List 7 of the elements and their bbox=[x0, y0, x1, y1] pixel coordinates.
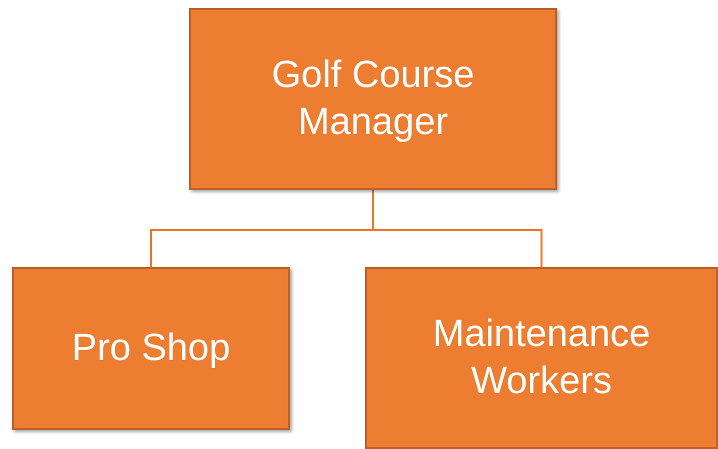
box-label: Pro Shop bbox=[72, 326, 230, 371]
org-box bbox=[189, 8, 557, 190]
org-box bbox=[12, 267, 290, 430]
box-label: Maintenance Workers bbox=[432, 312, 652, 404]
box-label: Golf Course Manager bbox=[270, 52, 476, 145]
org-box bbox=[365, 267, 718, 449]
connector-line bbox=[372, 190, 542, 267]
